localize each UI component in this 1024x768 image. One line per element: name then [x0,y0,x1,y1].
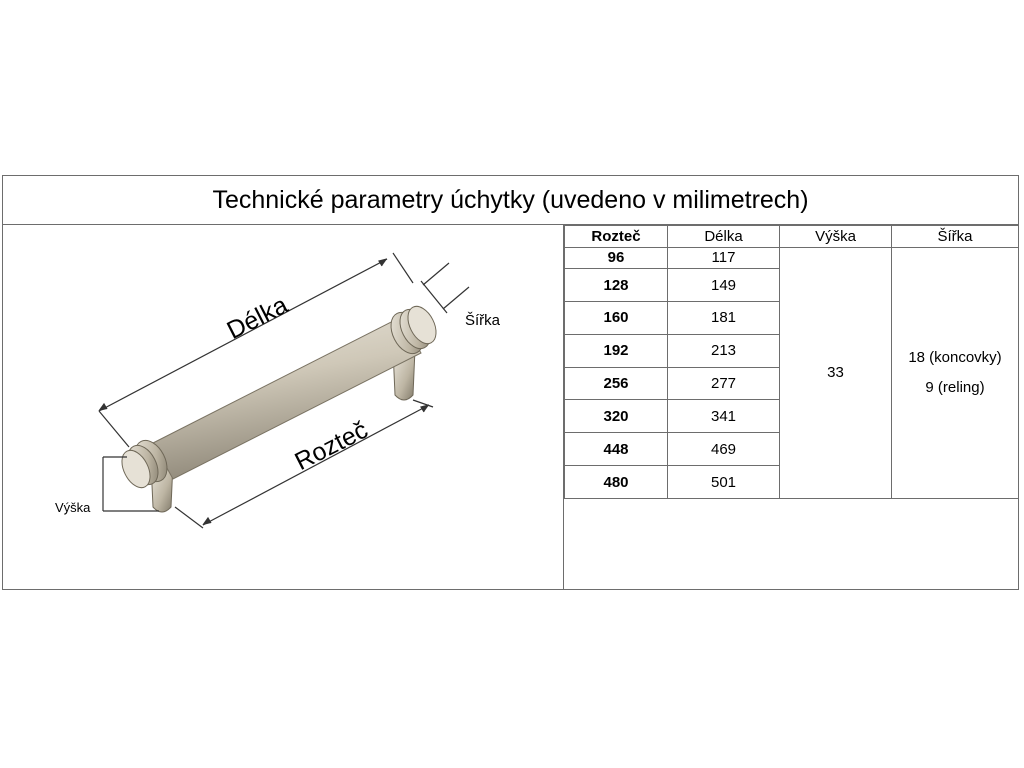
spacing-label: Rozteč [290,416,372,476]
spacing-dimension [174,399,434,529]
table-row: 192 213 [564,333,1019,368]
length-label: Délka [223,291,293,345]
header-height: Výška [779,225,892,248]
cell-length: 213 [667,333,780,368]
header-width: Šířka [891,225,1019,248]
sheet-title: Technické parametry úchytky (uvedeno v m… [3,176,1018,225]
spec-sheet: Technické parametry úchytky (uvedeno v m… [2,175,1019,590]
handle-diagram: Délka Rozteč Šířka [3,225,564,589]
header-length: Délka [667,225,780,248]
width-dimension [420,262,470,314]
cell-length: 277 [667,366,780,401]
cell-spacing: 160 [564,300,668,335]
cell-spacing: 448 [564,432,668,467]
width-value-caps: 18 (koncovky) [908,348,1002,366]
header-spacing: Rozteč [564,225,668,248]
cell-length: 469 [667,432,780,467]
cell-length: 341 [667,399,780,434]
cell-spacing: 192 [564,333,668,368]
cell-height-value: 33 [779,246,892,500]
table-row: 160 181 [564,300,1019,335]
width-value-rail: 9 (reling) [925,378,985,396]
length-dimension [98,252,414,448]
cell-width-values: 18 (koncovky) 9 (reling) [891,246,1019,500]
cell-length: 181 [667,300,780,335]
cell-spacing: 320 [564,399,668,434]
cell-spacing: 480 [564,465,668,499]
handle-drawing: Délka Rozteč Šířka [55,252,501,529]
spec-table: Rozteč Délka Výška Šířka 96 117 33 18 (k… [564,225,1019,500]
height-label: Výška [55,500,91,515]
width-label: Šířka [465,312,501,329]
handle-bar [152,316,422,480]
cell-spacing: 96 [564,246,668,270]
table-row: 128 149 [564,268,1019,302]
table-row: 96 117 33 18 (koncovky) 9 (reling) [564,246,1019,500]
cell-spacing: 256 [564,366,668,401]
cell-length: 117 [667,246,780,270]
cell-length: 501 [667,465,780,499]
table-row: 320 341 [564,399,1019,434]
height-dimension [102,456,159,512]
cell-length: 149 [667,268,780,302]
table-row: 480 501 [564,465,1019,499]
cell-spacing: 128 [564,268,668,302]
table-row: 256 277 [564,366,1019,401]
table-header-row: Rozteč Délka Výška Šířka [564,225,1019,248]
right-end-cap [390,305,437,355]
left-end-cap [121,439,168,489]
